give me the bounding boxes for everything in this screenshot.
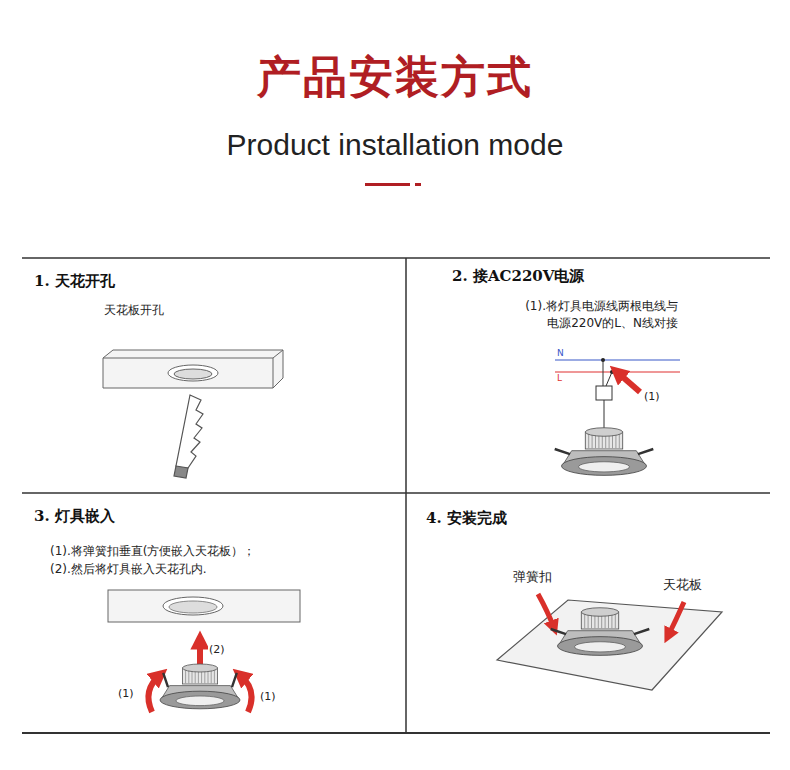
downlight-part [163, 673, 237, 687]
downlight-part [188, 670, 189, 684]
ceiling-board [103, 350, 283, 388]
saw [174, 395, 203, 478]
step-panel: 3. 灯具嵌入 (1).将弹簧扣垂直(方便嵌入天花板）；(2).然后将灯具嵌入天花… [22, 493, 406, 733]
callout-number: (2) [208, 643, 226, 656]
downlight-part [585, 428, 622, 437]
ceiling-board-part [174, 369, 212, 379]
downlight-part [575, 642, 626, 652]
wire-label: L [556, 373, 563, 383]
saw-part [176, 395, 203, 470]
downlight-part [555, 449, 654, 454]
ceiling-board [108, 590, 300, 622]
step-instruction: (1).将灯具电源线两根电线与 电源220V的L、N线对接 [488, 298, 678, 333]
saw-part [174, 466, 188, 478]
subtitle: Product installation mode [0, 128, 790, 162]
title-dash [365, 183, 421, 186]
downlight [555, 428, 654, 476]
downlight-part [584, 614, 585, 628]
callout-number: (1) [643, 390, 661, 403]
callout-number: (1) [117, 687, 135, 700]
rotate-arrows-part [240, 675, 252, 712]
step-instruction: (2).然后将灯具嵌入天花孔内. [50, 561, 207, 578]
step-instruction: 天花板开孔 [104, 302, 164, 319]
rotate-arrows-part [148, 675, 160, 712]
connection-arrow [617, 372, 640, 392]
pointer-arrows-part [668, 602, 684, 636]
power-wires-part [596, 386, 612, 400]
grid-lines-part [22, 492, 770, 494]
insert-arrow [200, 640, 201, 665]
downlight-part [619, 434, 620, 448]
title-dash-part [365, 183, 410, 186]
downlight-part [611, 614, 612, 628]
pointer-arrows-part [538, 594, 554, 628]
downlight-part [182, 664, 217, 672]
title-dash-part [415, 183, 421, 186]
downlight-part [581, 608, 618, 617]
step-heading: 4. 安装完成 [426, 509, 507, 528]
pointer-arrows [538, 594, 684, 636]
downlight [551, 608, 650, 656]
wire-label: N [556, 348, 565, 358]
downlight-part [551, 629, 650, 634]
grid-lines-part [22, 257, 770, 259]
downlight-part [214, 670, 215, 684]
downlight-part [160, 691, 240, 709]
downlight-part [579, 462, 630, 472]
part-label: 天花板 [662, 576, 703, 594]
ceiling-board-part [103, 350, 283, 388]
downlight-part [558, 637, 643, 656]
step-heading: 2. 接AC220V电源 [452, 267, 584, 286]
downlight-part [592, 434, 593, 448]
ceiling-plate-part [497, 600, 722, 690]
step-instruction: (1).将弹簧扣垂直(方便嵌入天花板）； [50, 543, 256, 560]
power-wires [555, 358, 680, 432]
connection-arrow-part [617, 372, 640, 392]
part-label: 弹簧扣 [512, 568, 553, 586]
ceiling-board-part [163, 597, 223, 615]
step-panel: 1. 天花开孔天花板开孔 [22, 258, 406, 493]
power-wires-part [555, 359, 680, 360]
ceiling-board-part [168, 365, 218, 381]
downlight-part [588, 434, 589, 448]
downlight-part [615, 434, 616, 448]
downlight-part [176, 696, 224, 706]
downlight-part [185, 670, 186, 684]
power-wires-part [603, 360, 612, 386]
step-panel: 2. 接AC220V电源 (1).将灯具电源线两根电线与 电源220V的L、N线对… [406, 258, 770, 493]
step-heading: 1. 天花开孔 [34, 272, 115, 291]
insert-arrow-part [197, 640, 203, 665]
grid-lines [22, 258, 770, 733]
ceiling-board-part [103, 350, 283, 388]
downlight-part [562, 457, 647, 476]
downlight-part [211, 670, 212, 684]
downlight-part [615, 614, 616, 628]
ceiling-board-part [169, 601, 217, 613]
grid-lines-part [22, 732, 770, 734]
page-title: 产品安装方式 [0, 48, 790, 107]
ceiling-plate [497, 600, 722, 690]
power-wires-part [604, 400, 605, 432]
grid-lines-part [405, 258, 407, 733]
downlight-part [588, 614, 589, 628]
lamp [160, 428, 653, 709]
step-heading: 3. 灯具嵌入 [34, 507, 115, 526]
downlight [160, 664, 240, 709]
callout-number: (1) [259, 690, 277, 703]
step-panel: 4. 安装完成 [406, 493, 770, 733]
ceiling-board-part [108, 590, 300, 622]
